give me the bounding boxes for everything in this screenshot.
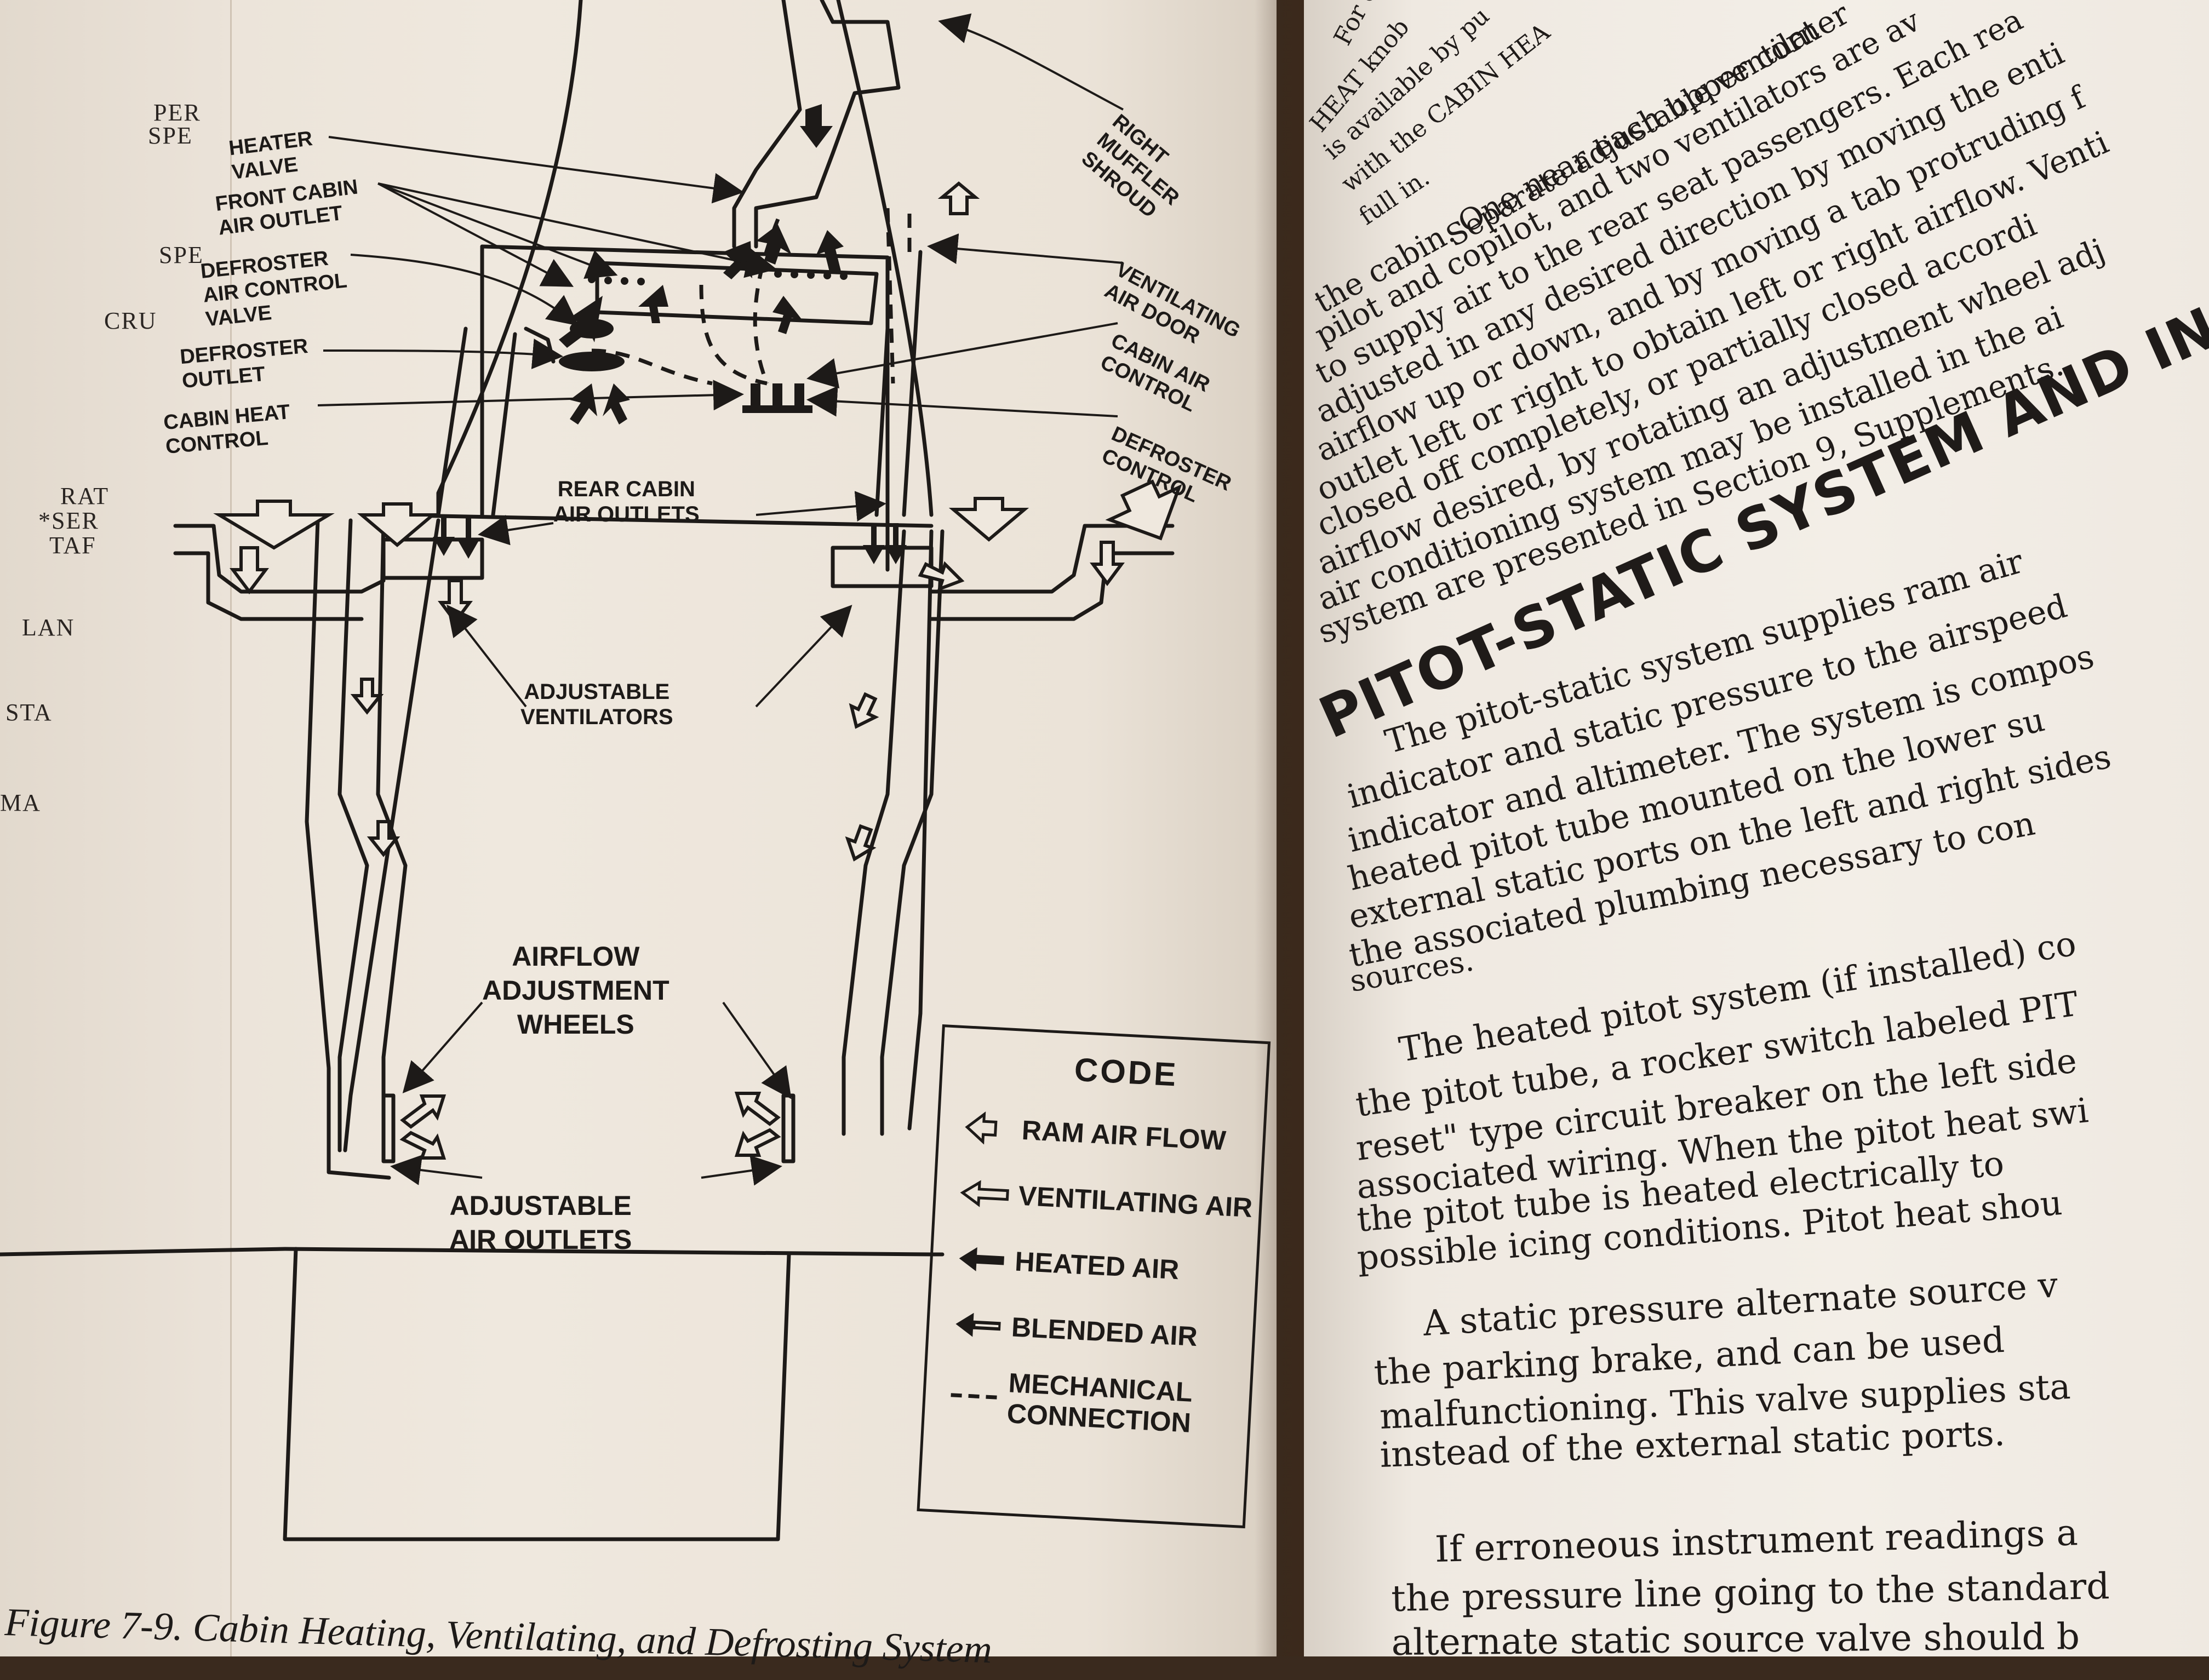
right-page bbox=[1304, 0, 2209, 1656]
legend-label: VENTILATING AIR bbox=[1017, 1180, 1254, 1224]
legend-item-ram-air: RAM AIR FLOW bbox=[960, 1105, 1227, 1162]
margin-fragment: SPE bbox=[159, 242, 204, 268]
margin-fragment: *SER bbox=[38, 507, 99, 534]
ram-air-arrow-icon bbox=[965, 1111, 998, 1145]
underlying-page-edge bbox=[0, 0, 232, 1656]
heated-air-arrow-icon bbox=[959, 1247, 1004, 1271]
margin-fragment: TAF bbox=[49, 532, 96, 559]
legend-item-heated-air: HEATED AIR bbox=[954, 1236, 1181, 1292]
margin-fragment: SPE bbox=[148, 122, 193, 149]
margin-fragment: RAT bbox=[60, 483, 110, 509]
label-adjustable-air-outlets: ADJUSTABLE AIR OUTLETS bbox=[449, 1190, 632, 1255]
legend-label: RAM AIR FLOW bbox=[1021, 1114, 1227, 1156]
legend-label: MECHANICAL CONNECTION bbox=[1006, 1367, 1194, 1438]
label-airflow-adjustment-wheels: AIRFLOW ADJUSTMENT WHEELS bbox=[482, 941, 669, 1040]
fuselage-left-outline bbox=[436, 0, 583, 517]
diagram-drawing bbox=[0, 0, 1182, 1541]
legend-item-ventilating-air: VENTILATING AIR bbox=[957, 1171, 1254, 1230]
label-defroster-air-control-valve: DEFROSTER AIR CONTROL VALVE bbox=[199, 246, 348, 331]
legend-box: CODE RAM AIR FLOW VENTILATING AIR HEATED… bbox=[917, 1024, 1271, 1529]
margin-fragment: MA bbox=[0, 789, 41, 816]
cabin-heating-diagram: HEATER VALVE FRONT CABIN AIR OUTLET DEFR… bbox=[0, 0, 1271, 1671]
dashed-line-icon bbox=[951, 1393, 1003, 1400]
fuselage-right-outline bbox=[836, 0, 934, 517]
label-heater-valve: HEATER VALVE bbox=[227, 127, 314, 185]
legend-title: CODE bbox=[1073, 1051, 1179, 1093]
label-rear-cabin-air-outlets: REAR CABIN AIR OUTLETS bbox=[553, 477, 700, 526]
legend-label: BLENDED AIR bbox=[1010, 1311, 1199, 1352]
legend-label: HEATED AIR bbox=[1014, 1246, 1180, 1286]
legend-item-mechanical-connection: MECHANICAL CONNECTION bbox=[947, 1367, 1193, 1438]
margin-fragment: STA bbox=[5, 699, 53, 726]
blended-air-arrow-icon bbox=[955, 1312, 1001, 1337]
margin-fragment: LAN bbox=[22, 614, 75, 641]
legend-item-blended-air: BLENDED AIR bbox=[950, 1302, 1198, 1358]
ventilating-air-arrow-icon bbox=[960, 1180, 1009, 1207]
label-adjustable-ventilators: ADJUSTABLE VENTILATORS bbox=[520, 680, 673, 729]
margin-fragment: CRU bbox=[104, 307, 157, 334]
margin-fragment: PER bbox=[153, 99, 201, 126]
